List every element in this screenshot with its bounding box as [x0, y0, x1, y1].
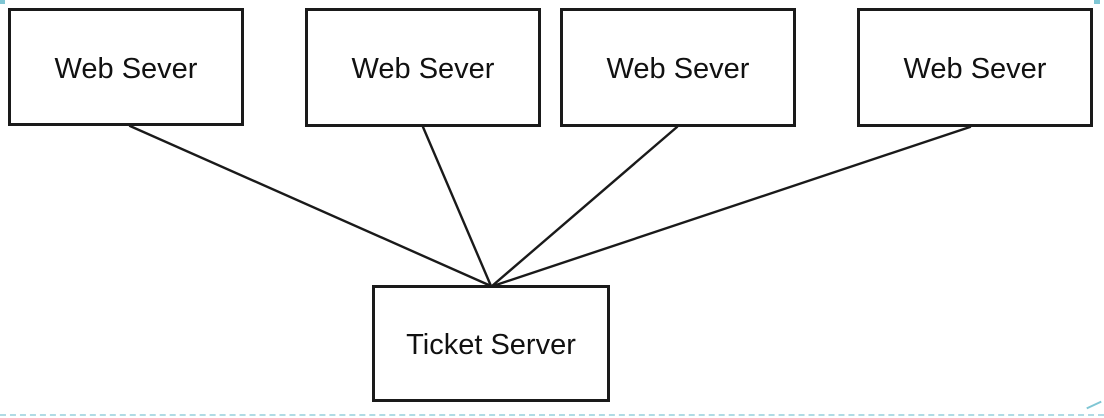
node-ticket-server-label: Ticket Server [406, 329, 576, 361]
node-web-server-2: Web Sever [305, 8, 541, 127]
node-web-server-1-label: Web Sever [54, 52, 198, 85]
node-web-server-2-label: Web Sever [351, 53, 495, 85]
node-web-server-3: Web Sever [560, 8, 796, 127]
corner-artifact-top-right [1094, 0, 1100, 4]
node-web-server-3-label: Web Sever [606, 53, 750, 85]
connector-line-web2-ticket [421, 125, 493, 288]
corner-artifact-bottom-right [1086, 400, 1102, 410]
node-web-server-4-label: Web Sever [903, 53, 1047, 85]
node-ticket-server: Ticket Server [372, 285, 610, 402]
connector-line-web4-ticket [491, 125, 972, 288]
connector-line-web3-ticket [490, 125, 679, 288]
corner-artifact-top-left [0, 0, 5, 4]
connector-line-web1-ticket [128, 124, 493, 288]
node-web-server-1: Web Sever [8, 8, 244, 126]
node-web-server-4: Web Sever [857, 8, 1093, 127]
dashed-selection-artifact [0, 414, 1104, 416]
